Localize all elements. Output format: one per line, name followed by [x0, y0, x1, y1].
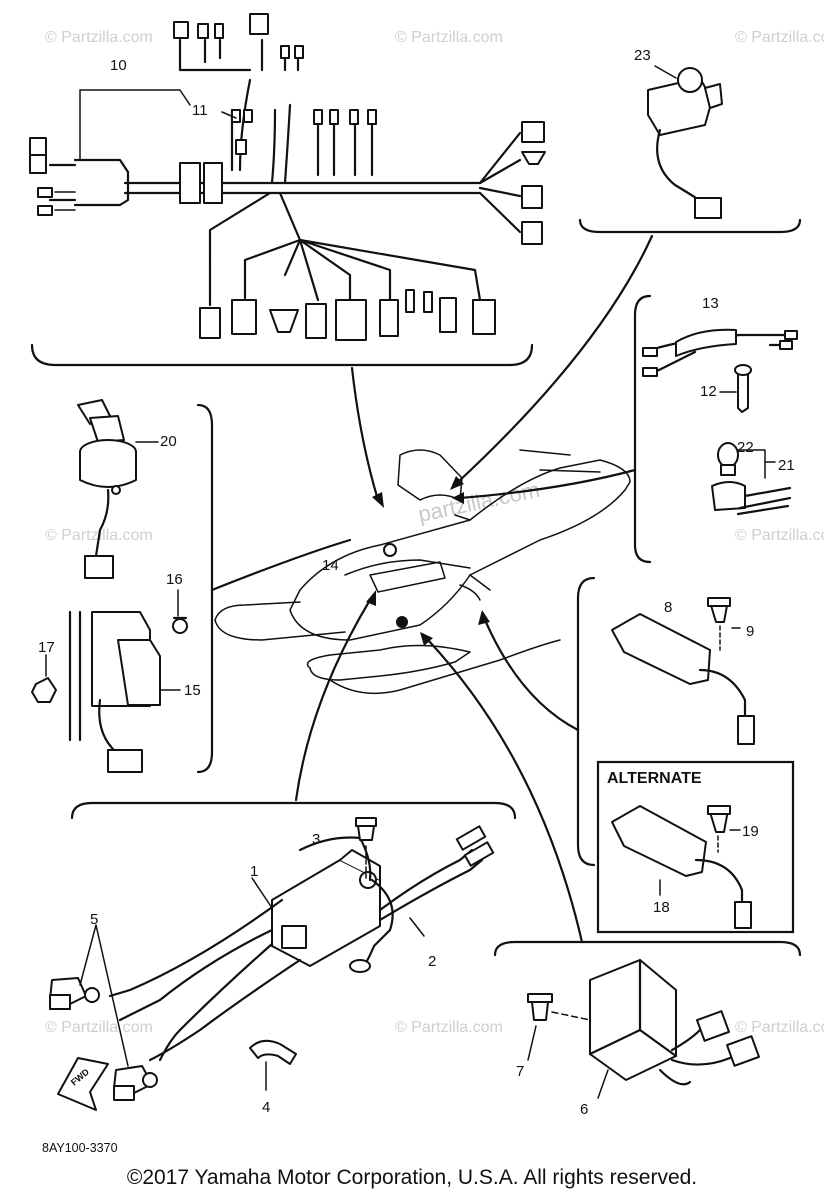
group-brackets: [30, 218, 802, 957]
watermark: © Partzilla.com: [45, 1019, 153, 1036]
callout-17: 17: [38, 639, 55, 656]
callout-21: 21: [778, 457, 795, 474]
callout-1: 1: [250, 863, 258, 880]
leader-fuse: [458, 468, 637, 500]
forward-arrow: [57, 1057, 109, 1111]
cdi-parts: [527, 958, 760, 1099]
leader-ignition: [210, 538, 352, 592]
callout-13: 13: [702, 295, 719, 312]
leader-arrows: [210, 234, 654, 944]
watermark: © Partzilla.com: [735, 527, 824, 544]
leader-switch: [456, 234, 654, 484]
callout-10: 10: [110, 57, 127, 74]
callout-11: 11: [192, 102, 208, 119]
callout-19: 19: [742, 823, 759, 840]
ignition-group-bracket: [196, 403, 214, 774]
callout-3: 3: [312, 831, 320, 848]
callout-4: 4: [262, 1099, 270, 1116]
alternate-box: [596, 760, 795, 934]
lamp-group-bracket: [576, 576, 596, 867]
leader-cdi: [426, 638, 584, 944]
watermark: © Partzilla.com: [735, 29, 824, 46]
leader-lamp: [483, 618, 580, 732]
ignition-parts: [31, 399, 188, 773]
callout-23: 23: [634, 47, 651, 64]
wire-harness: [29, 13, 546, 341]
watermark: © Partzilla.com: [45, 29, 153, 46]
coil-parts: FWD: [49, 817, 495, 1111]
watermark: © Partzilla.com: [395, 1019, 503, 1036]
main-switch: [647, 65, 723, 219]
switch-group-bracket: [578, 218, 802, 234]
snowmobile-body: [214, 449, 631, 695]
watermark: © Partzilla.com: [395, 29, 503, 46]
coil-group-bracket: [70, 801, 517, 820]
copyright-notice: ©2017 Yamaha Motor Corporation, U.S.A. A…: [126, 1166, 698, 1189]
watermarks: © Partzilla.com © Partzilla.com © Partzi…: [45, 29, 824, 1036]
lamp-parts: ALTERNATE: [596, 597, 795, 934]
fuse-parts: [642, 328, 798, 516]
callout-7: 7: [516, 1063, 524, 1080]
diagram-code: 8AY100-3370: [42, 1141, 118, 1155]
callout-5: 5: [90, 911, 98, 928]
callout-numbers: 10 11 23 13 12 22 21 20 16 17 15 14 8 9 …: [38, 47, 795, 1118]
alternate-label: ALTERNATE: [607, 770, 702, 787]
callout-12: 12: [700, 383, 717, 400]
leader-coil: [294, 598, 372, 802]
callout-8: 8: [664, 599, 672, 616]
cdi-group-bracket: [493, 940, 802, 957]
callout-2: 2: [428, 953, 436, 970]
callout-9: 9: [746, 623, 754, 640]
callout-20: 20: [160, 433, 177, 450]
callout-18: 18: [653, 899, 670, 916]
watermark: © Partzilla.com: [735, 1019, 824, 1036]
callout-16: 16: [166, 571, 183, 588]
leader-harness: [350, 366, 380, 502]
callout-22: 22: [737, 439, 754, 456]
callout-14: 14: [322, 557, 339, 574]
harness-group-bracket: [30, 343, 534, 367]
callout-6: 6: [580, 1101, 588, 1118]
callout-15: 15: [184, 682, 201, 699]
fuse-group-bracket: [633, 294, 652, 564]
